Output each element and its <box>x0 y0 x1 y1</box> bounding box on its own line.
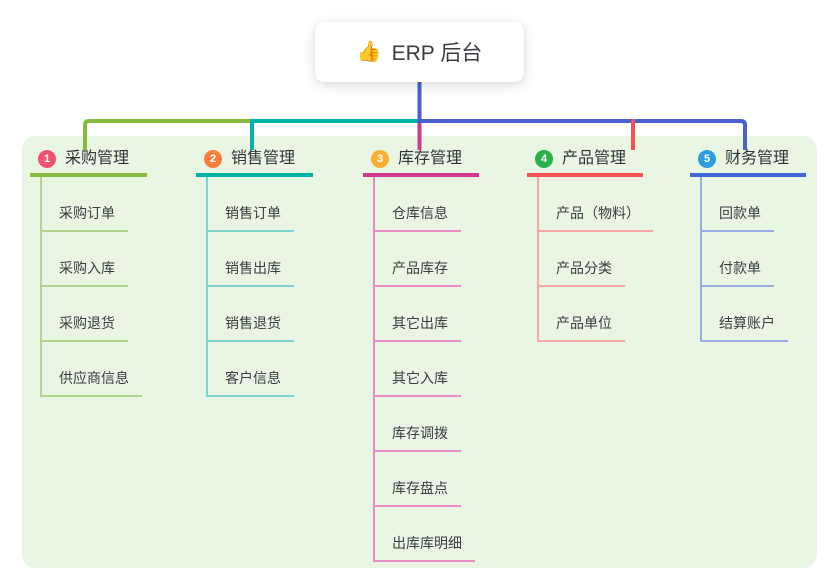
child-node[interactable]: 产品库存 <box>375 232 479 287</box>
branch-number-badge: 2 <box>204 150 222 168</box>
thumbs-up-icon: 👍 <box>356 41 382 63</box>
branch-number-badge: 1 <box>38 150 56 168</box>
child-node[interactable]: 销售出库 <box>208 232 313 287</box>
child-node[interactable]: 采购订单 <box>42 177 147 232</box>
branch-children: 回款单 付款单 结算账户 <box>700 177 806 342</box>
child-node[interactable]: 付款单 <box>702 232 806 287</box>
child-node[interactable]: 产品分类 <box>539 232 643 287</box>
child-node[interactable]: 客户信息 <box>208 342 313 397</box>
root-node[interactable]: 👍 ERP 后台 <box>315 22 524 82</box>
root-label: ERP 后台 <box>391 42 483 65</box>
branch-label: 销售管理 <box>231 150 296 167</box>
branch-sales: 2 销售管理 销售订单 销售出库 销售退货 客户信息 <box>196 136 313 397</box>
branch-finance: 5 财务管理 回款单 付款单 结算账户 <box>690 136 806 342</box>
child-node[interactable]: 销售订单 <box>208 177 313 232</box>
branch-header-inventory[interactable]: 3 库存管理 <box>363 136 479 177</box>
child-node[interactable]: 采购入库 <box>42 232 147 287</box>
branch-product: 4 产品管理 产品（物料） 产品分类 产品单位 <box>527 136 653 342</box>
child-node[interactable]: 仓库信息 <box>375 177 479 232</box>
child-node[interactable]: 出库库明细 <box>375 507 479 562</box>
branch-number-badge: 3 <box>371 150 389 168</box>
child-node[interactable]: 结算账户 <box>702 287 806 342</box>
branch-inventory: 3 库存管理 仓库信息 产品库存 其它出库 其它入库 库存调拨 库存盘点 出库库… <box>363 136 479 562</box>
branch-children: 产品（物料） 产品分类 产品单位 <box>537 177 653 342</box>
child-node[interactable]: 销售退货 <box>208 287 313 342</box>
branch-purchase: 1 采购管理 采购订单 采购入库 采购退货 供应商信息 <box>30 136 147 397</box>
branch-label: 产品管理 <box>562 150 627 167</box>
branch-label: 库存管理 <box>398 150 463 167</box>
child-node[interactable]: 回款单 <box>702 177 806 232</box>
branch-label: 采购管理 <box>65 150 130 167</box>
child-node[interactable]: 其它出库 <box>375 287 479 342</box>
branch-number-badge: 5 <box>698 150 716 168</box>
branch-header-purchase[interactable]: 1 采购管理 <box>30 136 147 177</box>
child-node[interactable]: 库存调拨 <box>375 397 479 452</box>
branch-header-finance[interactable]: 5 财务管理 <box>690 136 806 177</box>
child-node[interactable]: 产品单位 <box>539 287 643 342</box>
child-node[interactable]: 其它入库 <box>375 342 479 397</box>
child-node[interactable]: 供应商信息 <box>42 342 147 397</box>
branch-header-product[interactable]: 4 产品管理 <box>527 136 643 177</box>
child-node[interactable]: 产品（物料） <box>539 177 653 232</box>
branch-children: 仓库信息 产品库存 其它出库 其它入库 库存调拨 库存盘点 出库库明细 <box>373 177 479 562</box>
branch-label: 财务管理 <box>725 150 790 167</box>
branch-header-sales[interactable]: 2 销售管理 <box>196 136 313 177</box>
mindmap-canvas: 1 采购管理 采购订单 采购入库 采购退货 供应商信息 2 销售管理 销售订单 … <box>22 136 817 568</box>
child-node[interactable]: 库存盘点 <box>375 452 479 507</box>
branch-children: 销售订单 销售出库 销售退货 客户信息 <box>206 177 313 397</box>
child-node[interactable]: 采购退货 <box>42 287 147 342</box>
branch-children: 采购订单 采购入库 采购退货 供应商信息 <box>40 177 147 397</box>
branch-number-badge: 4 <box>535 150 553 168</box>
